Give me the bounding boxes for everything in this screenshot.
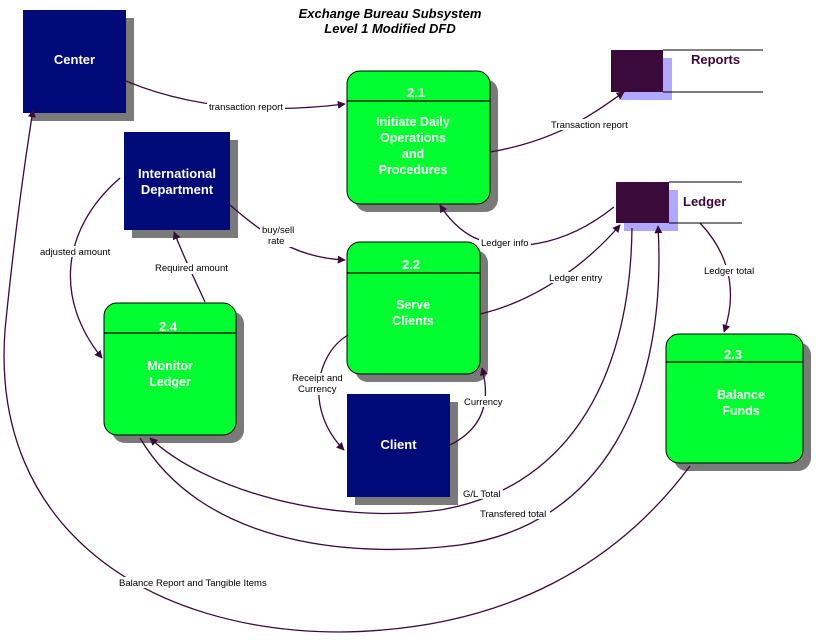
flow-label-bg [702, 265, 754, 276]
store-reports[interactable]: Reports [611, 49, 763, 100]
process-label-line1: Serve [396, 298, 430, 312]
flow-label-bg [260, 225, 298, 247]
process-id: 2.4 [159, 319, 178, 334]
flow-label-transaction-report: transaction report [209, 102, 283, 113]
flow-currency-arrow [449, 367, 488, 446]
flow-label-buy-sell: buy/sell [262, 225, 294, 236]
entity-box [23, 10, 126, 113]
flow-adjusted-amount-arrow [69, 177, 121, 359]
flow-label-bg [290, 373, 342, 395]
flow-label-transaction-report-reports: Transaction report [551, 120, 628, 131]
process-label-line2: Funds [722, 404, 760, 418]
flow-label-balance-report: Balance Report and Tangible Items [119, 578, 267, 589]
process-2-3[interactable]: 2.3 Balance Funds [665, 333, 811, 471]
flow-label-required-amount: Required amount [155, 263, 228, 274]
process-box [346, 70, 491, 205]
diagram-title: Exchange Bureau Subsystem [298, 6, 482, 21]
process-label-line2: Operations [380, 131, 446, 145]
flow-label-bg [547, 272, 603, 283]
process-box [665, 333, 804, 464]
flow-label-rate: rate [268, 236, 284, 247]
store-ledger[interactable]: Ledger [616, 181, 742, 231]
flow-label-ledger-entry: Ledger entry [549, 273, 603, 284]
process-label-line3: and [402, 147, 424, 161]
process-label-line2: Clients [392, 314, 434, 328]
flow-label-bg [478, 508, 550, 519]
entity-label: Client [380, 437, 417, 452]
flow-label-bg [153, 263, 228, 274]
process-id: 2.2 [402, 257, 420, 272]
flow-label-ledger-total: Ledger total [704, 266, 754, 277]
store-box [611, 50, 663, 92]
flow-label-adjusted-amount: adjusted amount [40, 247, 111, 258]
entity-label-line2: Department [141, 182, 214, 197]
entity-box [347, 394, 450, 497]
flow-label-bg [38, 246, 110, 257]
flow-label-bg [207, 101, 285, 112]
process-box [103, 302, 237, 436]
process-id: 2.3 [724, 347, 742, 362]
entity-label: Center [54, 52, 95, 67]
entity-client[interactable]: Client [347, 394, 458, 505]
process-label-line1: Initiate Daily [376, 115, 450, 129]
process-2-2[interactable]: 2.2 Serve Clients [346, 241, 488, 382]
flow-label-ledger-info: Ledger info [481, 238, 529, 249]
store-label: Reports [691, 52, 740, 67]
flow-label-bg [117, 577, 269, 588]
process-box [346, 241, 481, 375]
flow-label-bg [479, 237, 531, 248]
process-label-line1: Balance [717, 388, 765, 402]
flow-label-currency: Currency [464, 397, 503, 408]
flow-transfered-total-arrow [139, 225, 663, 551]
flow-label-bg [461, 488, 503, 499]
process-label-line1: Monitor [147, 359, 193, 373]
process-id: 2.1 [407, 85, 425, 100]
process-2-4[interactable]: 2.4 Monitor Ledger [103, 302, 244, 443]
entity-label-line1: International [138, 166, 216, 181]
process-label-line2: Ledger [149, 375, 191, 389]
entity-international-department[interactable]: International Department [124, 132, 238, 238]
process-label-line4: Procedures [379, 163, 448, 177]
flow-label-bg [549, 119, 627, 130]
diagram-subtitle: Level 1 Modified DFD [324, 21, 456, 36]
flow-gl-total-arrow [149, 227, 633, 515]
flow-label-transfered-total: Transfered total [480, 509, 546, 520]
store-box [616, 182, 669, 223]
flow-label-receipt-and: Receipt and [292, 373, 343, 384]
flow-label-receipt-currency: Currency [298, 384, 337, 395]
flow-label-bg [462, 396, 506, 407]
entity-center[interactable]: Center [23, 10, 134, 121]
store-label: Ledger [683, 194, 726, 209]
flow-ledger-total-arrow [699, 222, 732, 333]
process-2-1[interactable]: 2.1 Initiate Daily Operations and Proced… [346, 70, 498, 212]
flow-label-gl-total: G/L Total [463, 489, 501, 500]
entity-box [124, 132, 230, 230]
